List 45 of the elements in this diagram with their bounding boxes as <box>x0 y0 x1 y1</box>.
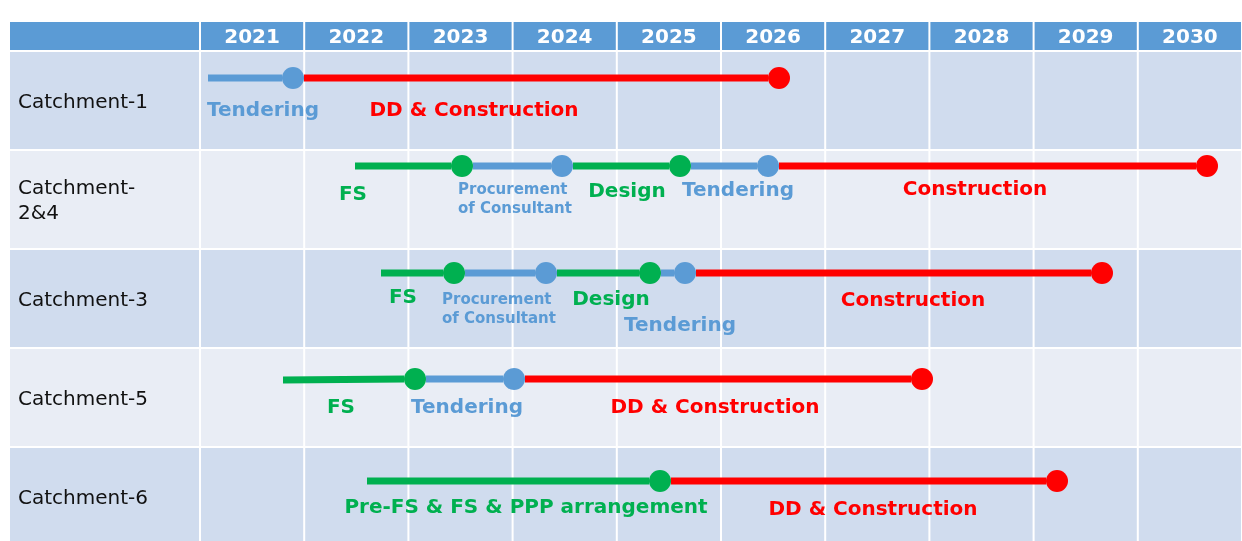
phase-label: DD & Construction <box>368 97 580 121</box>
phase-label: Design <box>587 178 667 202</box>
year-header: 2021 <box>223 23 281 50</box>
timeline-bar <box>671 477 1046 485</box>
phase-label: FS <box>337 181 369 205</box>
row-label: Catchment-2&4 <box>18 174 137 225</box>
year-header: 2030 <box>1161 23 1219 50</box>
year-header: 2027 <box>848 23 907 50</box>
year-header: 2028 <box>952 23 1011 50</box>
timeline-bar <box>525 375 911 383</box>
phase-label: DD & Construction <box>609 394 821 418</box>
row-label: Catchment-5 <box>18 385 149 410</box>
timeline-bar <box>691 162 757 170</box>
phase-label: Tendering <box>623 312 737 336</box>
phase-label: Tendering <box>410 394 524 418</box>
phase-label: Tendering <box>206 97 320 121</box>
timeline-bar <box>557 269 639 277</box>
timeline-bar <box>304 74 768 82</box>
phase-label: FS <box>325 394 357 418</box>
year-header: 2025 <box>640 23 698 50</box>
phase-label: Pre-FS & FS & PPP arrangement <box>343 494 709 518</box>
phase-label: FS <box>387 284 419 308</box>
timeline-bar <box>426 375 503 383</box>
timeline-bar <box>573 162 669 170</box>
timeline-bar <box>696 269 1091 277</box>
phase-label: DD & Construction <box>767 496 979 520</box>
row-label: Catchment-3 <box>18 286 149 311</box>
timeline-bar <box>282 375 405 384</box>
phase-label: Procurement of Consultant <box>441 290 557 328</box>
timeline-bar <box>473 162 551 170</box>
year-header: 2023 <box>431 23 490 50</box>
phase-label: Procurement of Consultant <box>457 180 573 218</box>
row-label: Catchment-6 <box>18 484 149 509</box>
timeline-bar <box>779 162 1196 170</box>
year-header: 2026 <box>744 23 802 50</box>
year-header: 2029 <box>1056 23 1115 50</box>
phase-label: Construction <box>839 287 987 311</box>
year-header: 2022 <box>327 23 386 50</box>
phase-label: Construction <box>901 176 1049 200</box>
phase-label: Design <box>571 286 651 310</box>
phase-label: Tendering <box>681 177 795 201</box>
timeline-bar <box>465 269 535 277</box>
row-label: Catchment-1 <box>18 88 149 113</box>
year-header: 2024 <box>535 23 594 50</box>
timeline-bar <box>661 269 674 277</box>
